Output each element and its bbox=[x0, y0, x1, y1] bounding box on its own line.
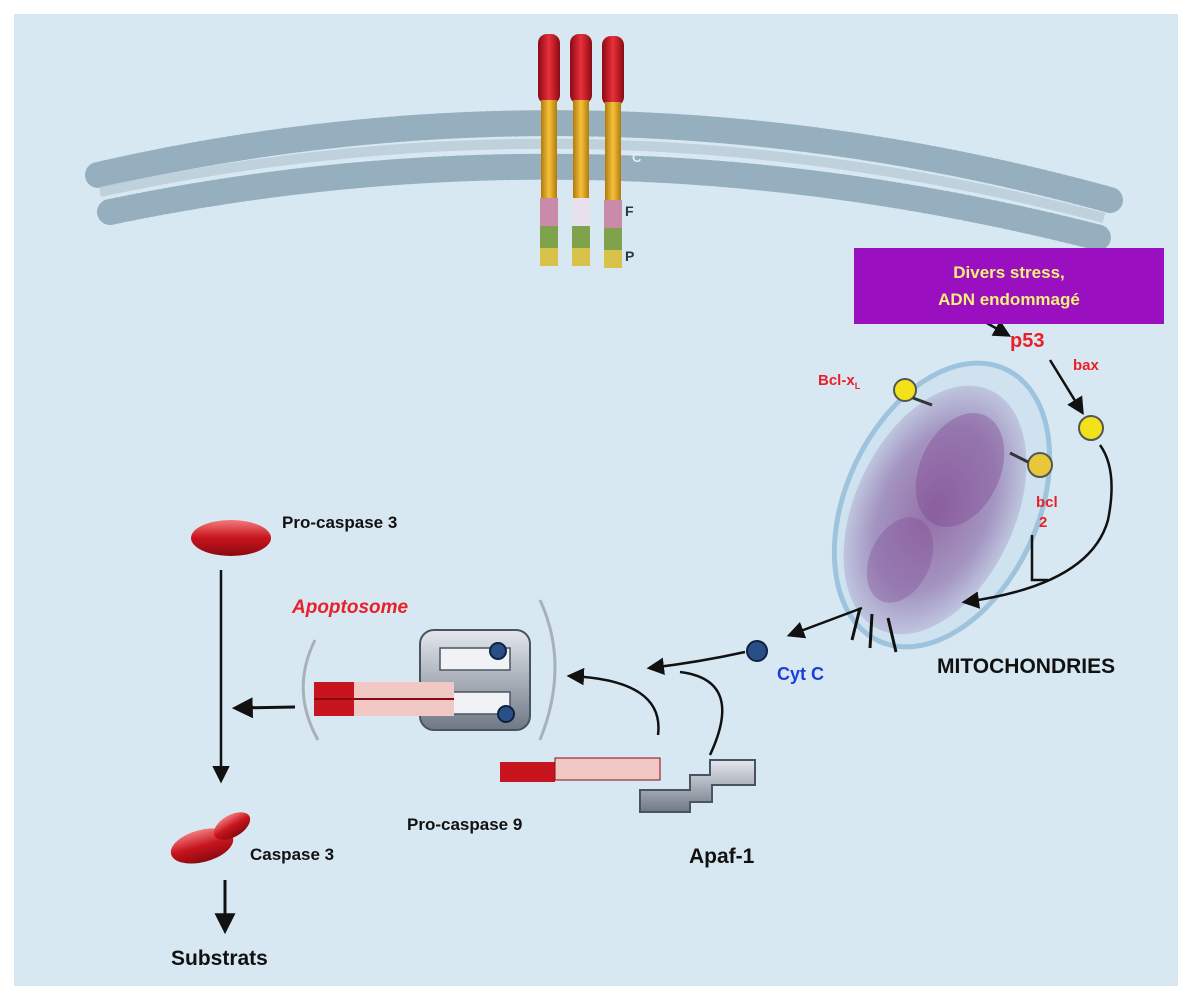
bclx-label-main: Bcl-x bbox=[818, 372, 855, 389]
bcl2-link bbox=[1009, 451, 1029, 464]
bclx-label: Bcl-xL bbox=[818, 372, 860, 391]
arrow-cytc-apoptosome bbox=[646, 650, 746, 676]
cytc-label: Cyt C bbox=[777, 664, 825, 684]
membrane-icon bbox=[85, 110, 1123, 251]
stress-line-2: ADN endommagé bbox=[938, 290, 1080, 309]
arrow-stress-p53 bbox=[984, 320, 1012, 337]
bcl2-dot-icon bbox=[1027, 452, 1053, 478]
inhibit-bcl2 bbox=[1030, 535, 1048, 582]
apoptosome-icon bbox=[301, 599, 557, 741]
arrow-bax-mito bbox=[961, 444, 1113, 609]
procaspase3-label: Pro-caspase 3 bbox=[282, 513, 398, 532]
mitochondrion-icon bbox=[831, 360, 1053, 653]
p53-label: p53 bbox=[1010, 330, 1045, 352]
arrow-pc9-apoptosome bbox=[566, 667, 660, 736]
bax-dot-icon bbox=[1078, 415, 1104, 441]
apaf1-icon bbox=[639, 759, 756, 813]
caspase3-icon bbox=[170, 812, 251, 864]
bclx-link bbox=[912, 396, 933, 407]
procaspase9-icon bbox=[500, 757, 661, 782]
apaf1-label: Apaf-1 bbox=[689, 845, 755, 868]
bcl2-label-line1: bcl bbox=[1036, 494, 1058, 511]
apoptosome-label: Apoptosome bbox=[292, 597, 409, 618]
arrow-apaf1-curve bbox=[679, 670, 724, 756]
receptor-label-c: C bbox=[632, 150, 642, 165]
receptor-label-p: P bbox=[625, 248, 635, 264]
arrow-mito-cytc bbox=[786, 606, 863, 639]
arrow-p53-bax bbox=[1048, 359, 1084, 415]
pathway-arrows bbox=[212, 320, 1113, 935]
procaspase3-icon bbox=[191, 520, 271, 556]
caspase3-label: Caspase 3 bbox=[250, 845, 335, 864]
stress-line-1: Divers stress, bbox=[953, 263, 1065, 282]
bcl2-label-line2: 2 bbox=[1039, 514, 1048, 531]
bax-label: bax bbox=[1073, 357, 1099, 374]
receptor-label-f: F bbox=[625, 203, 634, 219]
bclx-dot-icon bbox=[893, 378, 917, 402]
bcl2-label: bcl 2 bbox=[1036, 493, 1058, 533]
procaspase9-label: Pro-caspase 9 bbox=[407, 815, 523, 834]
stress-box: Divers stress, ADN endommagé bbox=[854, 248, 1164, 324]
receptor-icon bbox=[538, 34, 624, 268]
cytc-icon bbox=[746, 640, 768, 662]
mitochondries-label: MITOCHONDRIES bbox=[937, 655, 1116, 678]
bclx-label-sub: L bbox=[854, 381, 861, 391]
substrats-label: Substrats bbox=[171, 947, 268, 970]
arrow-apoptosome-caspase3 bbox=[231, 697, 296, 719]
